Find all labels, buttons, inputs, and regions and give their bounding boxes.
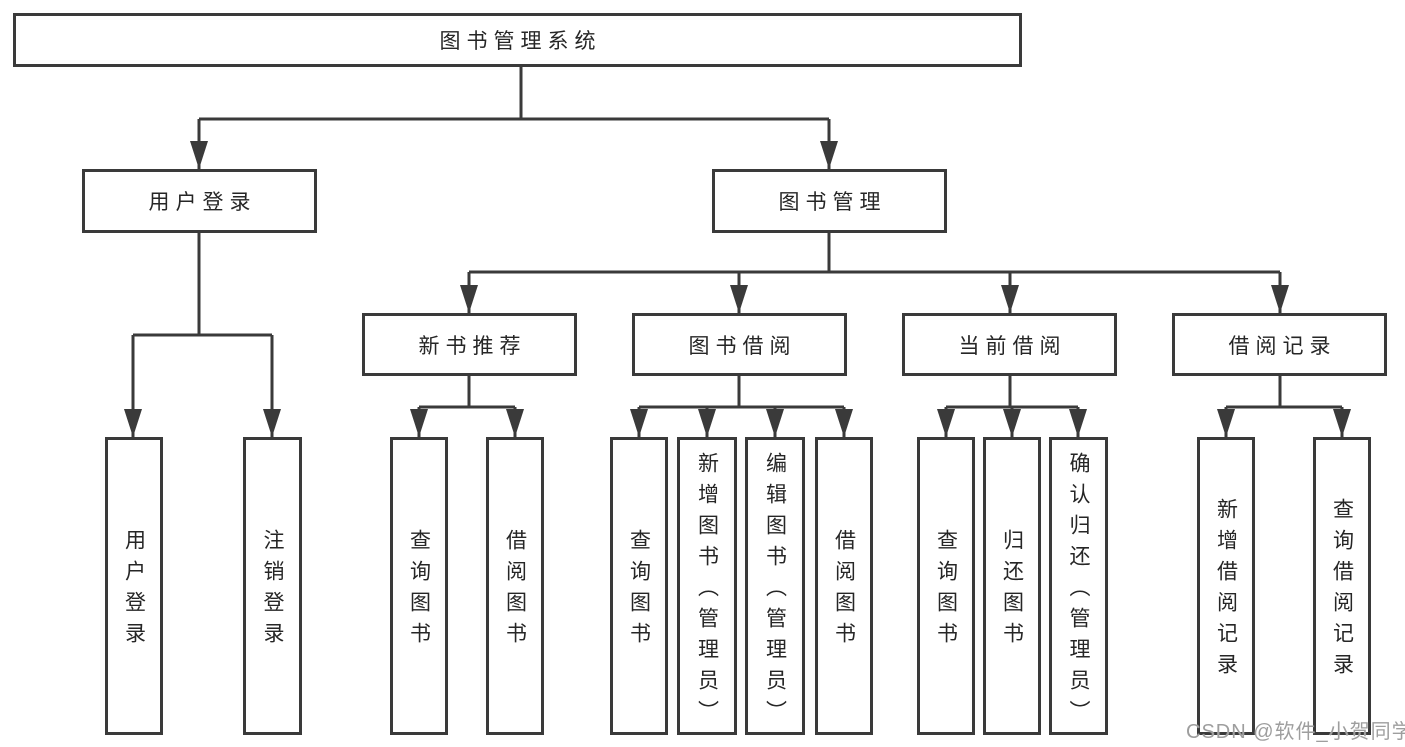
node-leaf-edit-books-admin: 编辑图书（管理员）	[745, 437, 805, 735]
node-user-login-label: 用户登录	[148, 191, 257, 214]
node-root: 图书管理系统	[13, 13, 1022, 67]
node-leaf-return-books: 归还图书	[983, 437, 1041, 735]
node-leaf-return-books-label: 归还图书	[1000, 529, 1024, 653]
node-leaf-add-borrow-record: 新增借阅记录	[1197, 437, 1255, 735]
connector-edges	[131, 67, 1344, 437]
node-leaf-query-books-recommend: 查询图书	[390, 437, 448, 735]
node-borrowing-records-label: 借阅记录	[1228, 334, 1337, 358]
node-leaf-borrow-books-borrowing: 借阅图书	[815, 437, 873, 735]
watermark: CSDN @软件_小贺同学	[1186, 721, 1405, 743]
node-leaf-edit-books-admin-label: 编辑图书（管理员）	[763, 451, 787, 731]
node-current-borrowing-label: 当前借阅	[958, 334, 1067, 358]
node-leaf-user-login: 用户登录	[105, 437, 163, 735]
node-leaf-query-books-borrowing: 查询图书	[610, 437, 668, 735]
node-book-management: 图书管理	[712, 169, 947, 233]
node-leaf-borrow-books-borrowing-label: 借阅图书	[832, 529, 856, 653]
node-borrowing-records: 借阅记录	[1172, 313, 1387, 376]
node-leaf-logout: 注销登录	[243, 437, 302, 735]
node-root-label: 图书管理系统	[439, 30, 602, 53]
node-leaf-borrow-books-recommend: 借阅图书	[486, 437, 544, 735]
node-leaf-user-login-label: 用户登录	[122, 529, 146, 653]
node-leaf-query-books-current-label: 查询图书	[934, 529, 958, 653]
node-user-login: 用户登录	[82, 169, 317, 233]
node-leaf-add-borrow-record-label: 新增借阅记录	[1214, 498, 1238, 684]
node-book-borrowing: 图书借阅	[632, 313, 847, 376]
arrowhead-icons	[124, 141, 1351, 437]
node-leaf-borrow-books-recommend-label: 借阅图书	[503, 529, 527, 653]
node-new-book-recommend: 新书推荐	[362, 313, 577, 376]
node-leaf-logout-label: 注销登录	[261, 529, 284, 653]
node-leaf-add-books-admin-label: 新增图书（管理员）	[695, 451, 719, 731]
node-new-book-recommend-label: 新书推荐	[418, 334, 527, 358]
node-book-borrowing-label: 图书借阅	[688, 334, 797, 358]
node-book-management-label: 图书管理	[778, 191, 887, 214]
node-leaf-query-books-borrowing-label: 查询图书	[627, 529, 651, 653]
node-current-borrowing: 当前借阅	[902, 313, 1117, 376]
node-leaf-confirm-return-admin: 确认归还（管理员）	[1049, 437, 1108, 735]
node-leaf-query-books-current: 查询图书	[917, 437, 975, 735]
node-leaf-query-borrow-record: 查询借阅记录	[1313, 437, 1371, 735]
node-leaf-query-borrow-record-label: 查询借阅记录	[1330, 498, 1354, 684]
node-leaf-query-books-recommend-label: 查询图书	[407, 529, 431, 653]
node-leaf-confirm-return-admin-label: 确认归还（管理员）	[1067, 451, 1090, 731]
node-leaf-add-books-admin: 新增图书（管理员）	[677, 437, 737, 735]
